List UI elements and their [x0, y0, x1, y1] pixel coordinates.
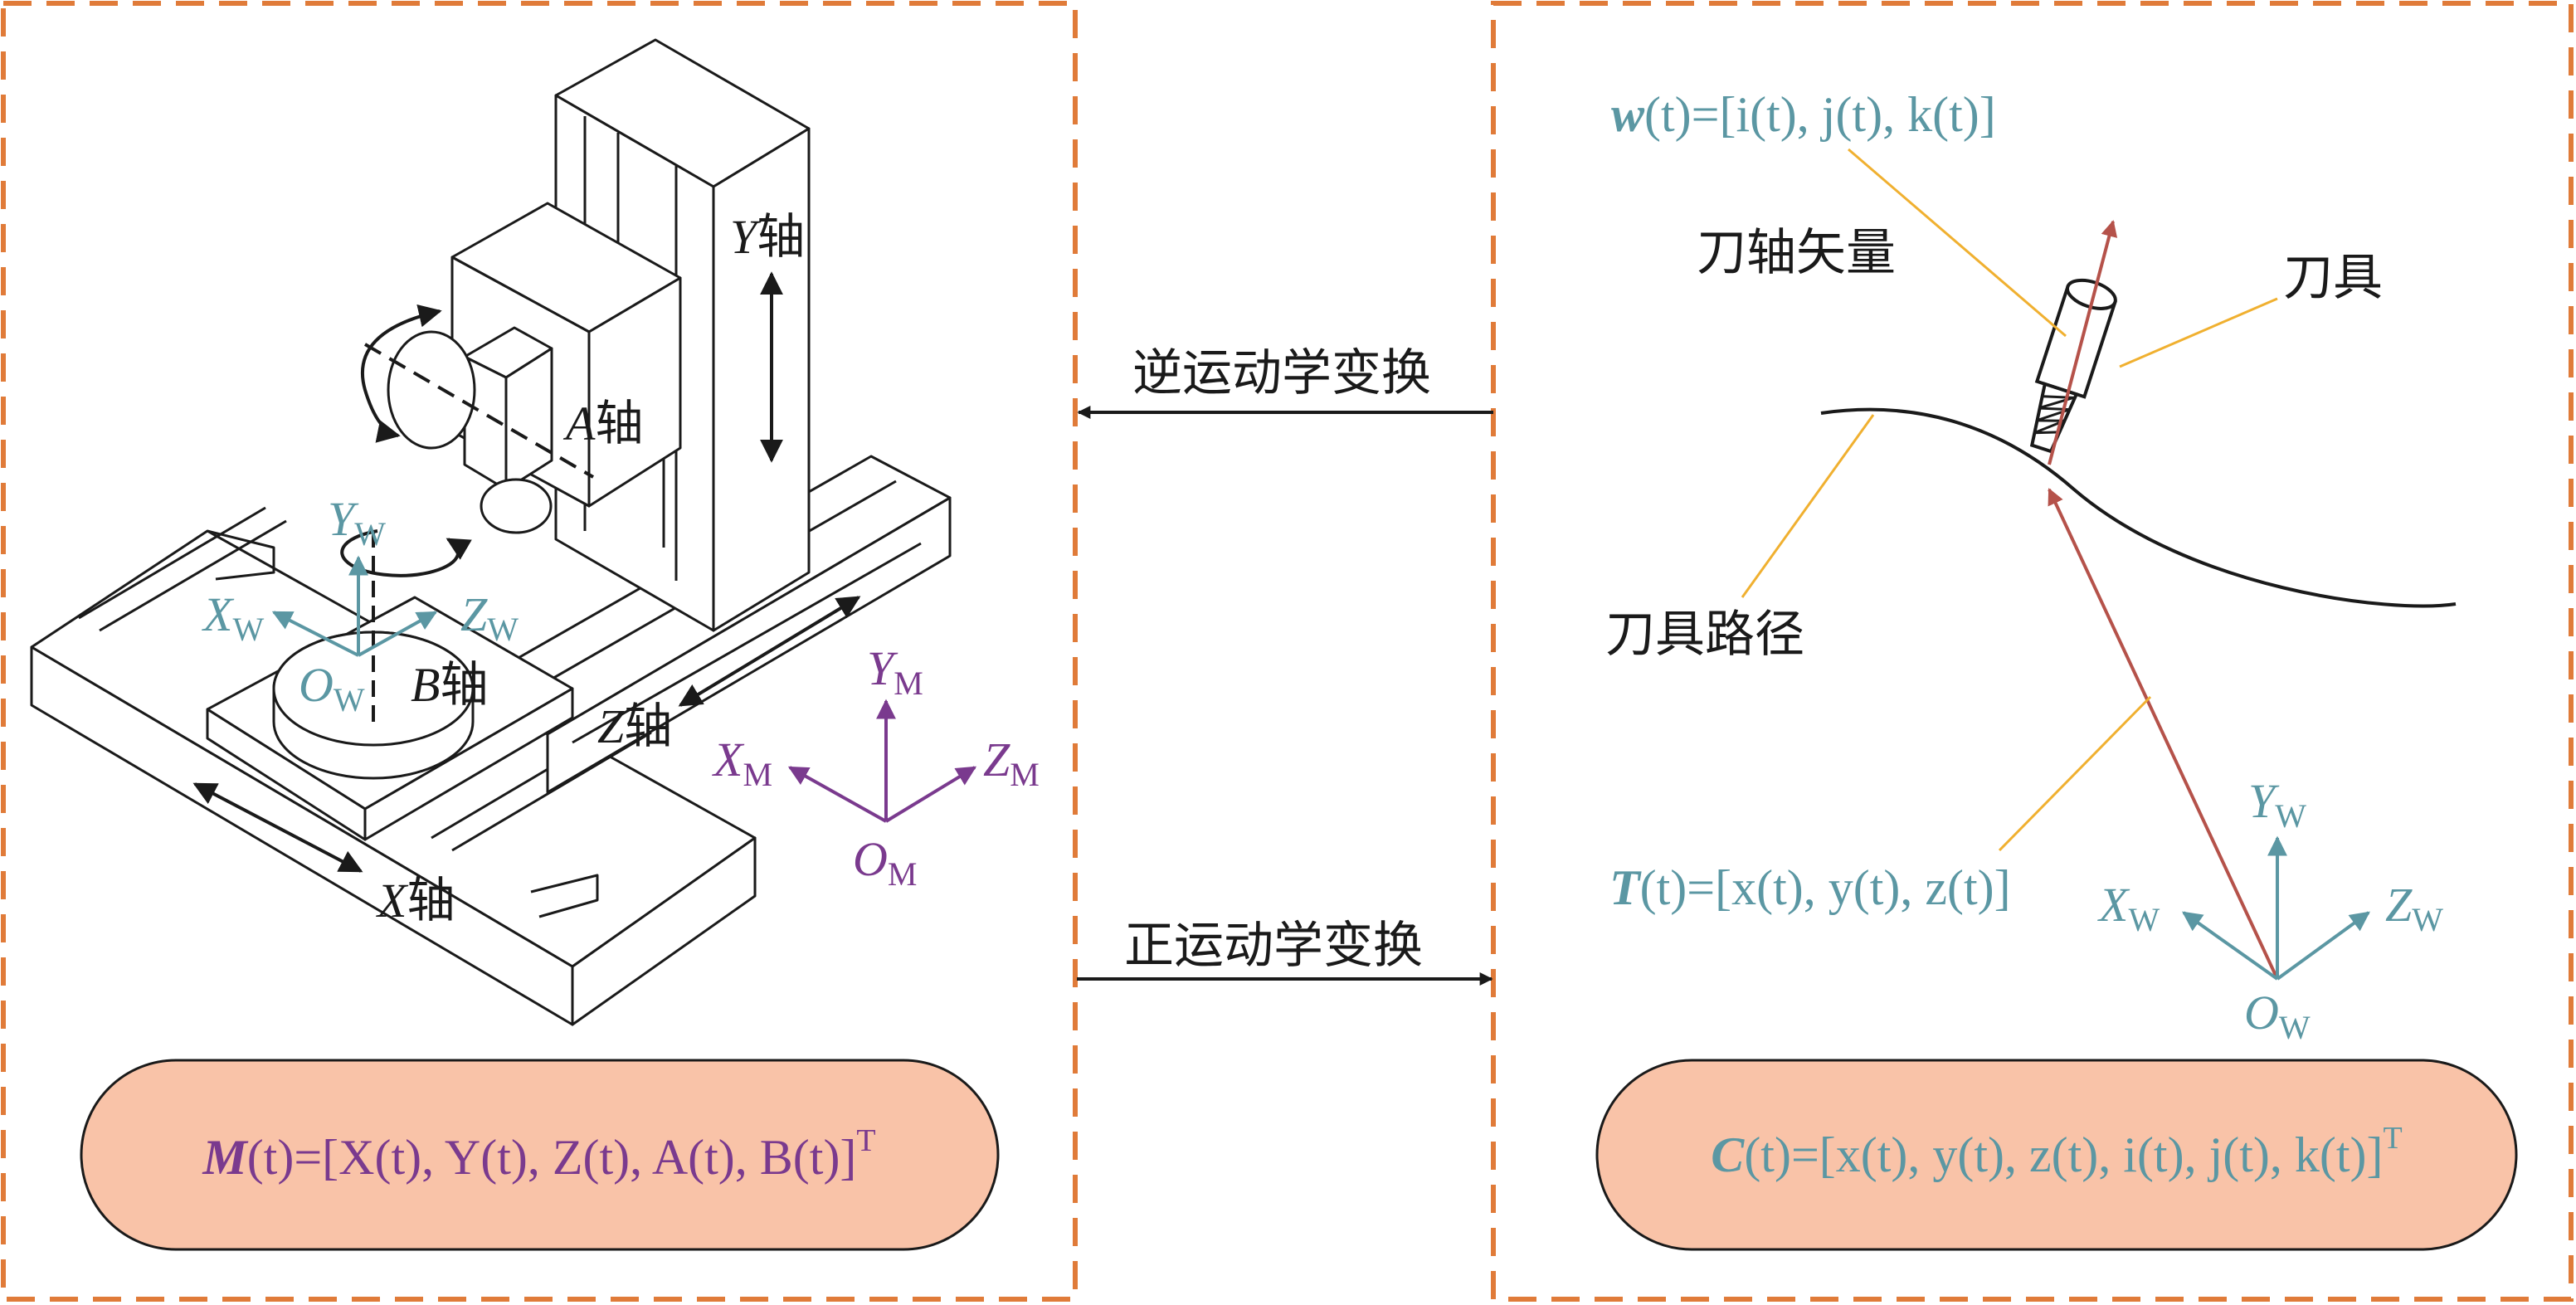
machine-tool-illustration [30, 38, 952, 1026]
a-axis-label: A轴 [562, 395, 643, 451]
workpiece-frame-left [271, 555, 438, 657]
cutter-location-pill [1595, 1059, 2518, 1251]
z-axis-label: Z轴 [597, 698, 672, 754]
xm-label: XM [712, 733, 772, 793]
tool-position-formula: T(t)=[x(t), y(t), z(t)] [1609, 860, 2011, 915]
right-ow-label: OW [2244, 986, 2311, 1046]
motion-arrows [192, 271, 861, 873]
tool-axis-vector [2048, 220, 2118, 465]
tool-label: 刀具 [2283, 249, 2383, 307]
machine-coordinates-formula: M(t)=[X(t), Y(t), Z(t), A(t), B(t)]T [202, 1123, 875, 1185]
om-label: OM [853, 832, 917, 893]
inverse-kinematics-label: 逆运动学变换 [1132, 344, 1431, 402]
left-zw-label: ZW [460, 587, 519, 648]
ym-label: YM [867, 641, 923, 702]
right-zw-label: ZW [2385, 878, 2443, 938]
machine-frame [787, 699, 977, 823]
position-vector [2048, 488, 2279, 980]
left-ow-label: OW [299, 658, 365, 718]
b-axis-label: B轴 [411, 656, 488, 713]
right-xw-label: XW [2097, 878, 2160, 938]
tool-path-label: 刀具路径 [1605, 606, 1804, 664]
zm-label: ZM [983, 733, 1040, 793]
forward-kinematics-label: 正运动学变换 [1124, 917, 1423, 975]
x-axis-label: X轴 [376, 872, 455, 928]
tool-orientation-formula: w(t)=[i(t), j(t), k(t)] [1611, 87, 1996, 142]
left-panel-border [1, 1, 1078, 1302]
left-xw-label: XW [202, 587, 264, 648]
machine-coordinates-pill [80, 1059, 1000, 1251]
tool-axis-vector-label: 刀轴矢量 [1697, 224, 1896, 282]
cutter-location-formula: C(t)=[x(t), y(t), z(t), i(t), j(t), k(t)… [1711, 1121, 2402, 1182]
y-axis-label: Y轴 [730, 208, 805, 265]
right-panel-border [1491, 1, 2574, 1302]
leader-lines [1741, 148, 2278, 852]
workpiece-frame-right [2182, 835, 2370, 981]
tool-path-curve [1820, 407, 2457, 608]
left-yw-label: YW [328, 492, 386, 553]
cutter-tool [2029, 278, 2117, 454]
right-yw-label: YW [2248, 774, 2306, 835]
